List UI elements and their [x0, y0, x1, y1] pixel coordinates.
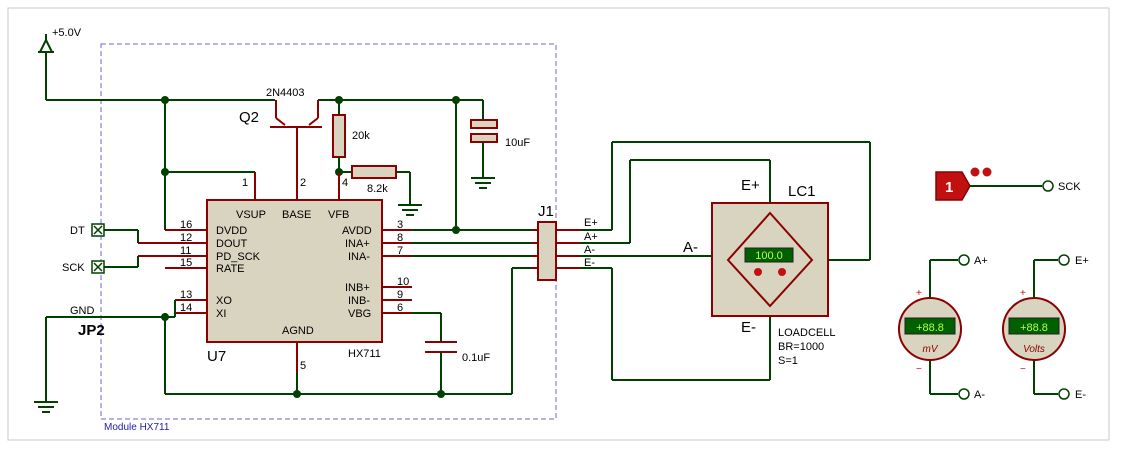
loadcell-param2: S=1: [778, 355, 798, 367]
mv-unit: mV: [923, 344, 939, 355]
pin2-num: 2: [300, 177, 306, 189]
pin11-num: 11: [180, 245, 191, 257]
pin-inbp: INB+: [345, 282, 370, 294]
resistor-8k2[interactable]: [351, 165, 397, 179]
j1-pin-aplus: A+: [584, 231, 598, 243]
pin6-num: 6: [397, 302, 403, 314]
loadcell-ref: LC1: [788, 183, 816, 200]
jp2-gnd-label: GND: [70, 305, 95, 317]
connector-j1[interactable]: [537, 221, 557, 281]
bridge-display: 100.0: [744, 247, 794, 263]
q2-part: 2N4403: [266, 87, 305, 99]
v-top-label: E+: [1075, 255, 1089, 267]
millivolt-meter[interactable]: +88.8 mV: [898, 259, 962, 395]
mv-probe-top[interactable]: [958, 254, 970, 266]
pin-xi: XI: [216, 308, 226, 320]
v-probe-top[interactable]: [1058, 254, 1070, 266]
jp2-dt-label: DT: [70, 225, 85, 237]
pin-vfb: VFB: [328, 209, 349, 221]
loadcell-type: LOADCELL: [778, 327, 835, 339]
pin3-num: 3: [397, 219, 403, 231]
sck-probe[interactable]: [1042, 180, 1054, 192]
capacitor-10uf[interactable]: [470, 119, 498, 129]
j1-pin-eminus: E-: [584, 257, 595, 269]
pin-dout: DOUT: [216, 238, 247, 250]
r1-value: 20k: [352, 130, 370, 142]
loadcell-aminus: A-: [683, 239, 698, 256]
pin1-num: 1: [242, 177, 248, 189]
j1-pin-aminus: A-: [584, 244, 595, 256]
clock-value: 1: [945, 179, 953, 196]
loadcell-eplus: E+: [741, 177, 760, 194]
mv-plus: +: [916, 288, 922, 299]
pin12-num: 12: [180, 232, 192, 244]
mv-probe-bottom[interactable]: [958, 388, 970, 400]
ic-ref: U7: [207, 348, 226, 365]
pin5-num: 5: [300, 360, 306, 372]
module-label: Module HX711: [104, 422, 170, 433]
pin4-num: 4: [342, 177, 348, 189]
pin-inam: INA-: [348, 251, 370, 263]
pin-pdsck: PD_SCK: [216, 251, 261, 263]
v-plus: +: [1020, 288, 1026, 299]
power-label: +5.0V: [52, 27, 82, 39]
pin-inap: INA+: [345, 238, 370, 250]
hx711-ic[interactable]: [206, 199, 383, 343]
jp2-ref: JP2: [78, 322, 105, 339]
loadcell-param1: BR=1000: [778, 341, 824, 353]
pin-inbm: INB-: [348, 295, 370, 307]
pin10-num: 10: [397, 276, 409, 288]
v-probe-bottom[interactable]: [1058, 388, 1070, 400]
pin14-num: 14: [180, 302, 192, 314]
loadcell-display: 100.0: [755, 250, 783, 262]
bridge-adjust-left[interactable]: [754, 268, 762, 276]
pin-avdd: AVDD: [342, 225, 372, 237]
clock-generator[interactable]: 1: [935, 167, 992, 201]
q2-ref: Q2: [239, 109, 259, 126]
pin-agnd: AGND: [282, 325, 314, 337]
wheatstone-bridge: [726, 211, 814, 308]
pin13-num: 13: [180, 289, 192, 301]
resistor-20k[interactable]: [332, 114, 346, 158]
v-display: +88.8: [1020, 322, 1048, 334]
mv-minus: −: [916, 364, 922, 375]
pin-rate: RATE: [216, 263, 245, 275]
mv-bottom-label: A-: [974, 389, 985, 401]
v-unit: Volts: [1023, 344, 1045, 355]
pin9-num: 9: [397, 289, 403, 301]
r2-value: 8.2k: [367, 183, 388, 195]
pin7-num: 7: [397, 245, 403, 257]
sck-terminal[interactable]: [91, 260, 105, 274]
sheet-border: [7, 7, 1110, 441]
bridge-adjust-right[interactable]: [778, 268, 786, 276]
ic-part: HX711: [348, 348, 381, 360]
mv-top-label: A+: [974, 255, 988, 267]
volt-meter[interactable]: +88.8 Volts: [1002, 259, 1066, 395]
clock-label: SCK: [1058, 181, 1081, 193]
loadcell-eminus: E-: [741, 319, 756, 336]
transistor-q2[interactable]: [270, 100, 322, 160]
jp2-sck-label: SCK: [62, 262, 85, 274]
v-minus: −: [1020, 364, 1026, 375]
pin-dvdd: DVDD: [216, 225, 247, 237]
c2-value: 0.1uF: [462, 352, 490, 364]
j1-ref: J1: [538, 203, 554, 220]
pin-base: BASE: [282, 209, 311, 221]
pin-xo: XO: [216, 295, 232, 307]
j1-pin-eplus: E+: [584, 217, 598, 229]
pin15-num: 15: [180, 257, 192, 269]
pin8-num: 8: [397, 232, 403, 244]
c1-value: 10uF: [505, 137, 530, 149]
pin16-num: 16: [180, 219, 192, 231]
power-terminal[interactable]: [38, 34, 54, 100]
dt-terminal[interactable]: [91, 223, 105, 237]
v-bottom-label: E-: [1075, 389, 1086, 401]
pin-vbg: VBG: [348, 308, 371, 320]
mv-display: +88.8: [916, 322, 944, 334]
pin-vsup: VSUP: [236, 209, 266, 221]
